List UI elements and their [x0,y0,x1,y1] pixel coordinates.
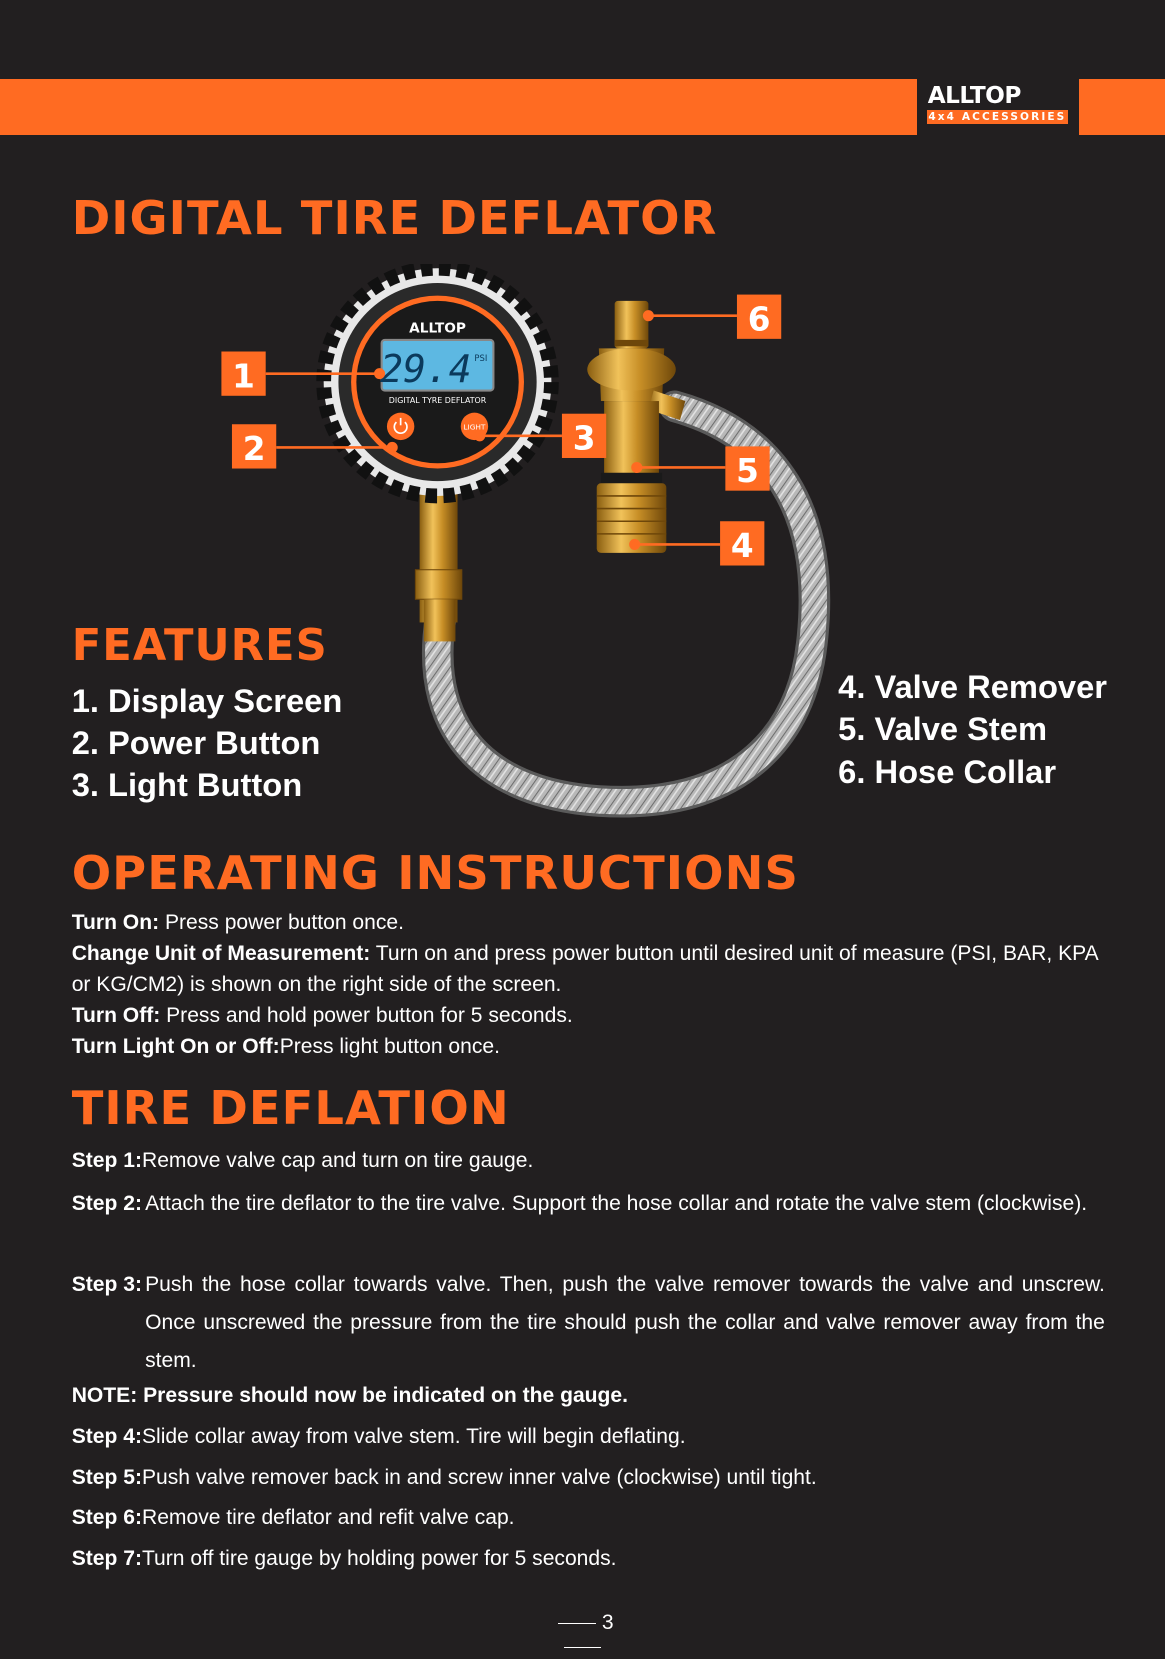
svg-text:2: 2 [243,430,266,468]
step-row: Step 1:Remove valve cap and turn on tire… [71,1149,534,1173]
header-band-left [0,79,918,135]
feature-item: 5. Valve Stem [838,710,1048,748]
features-list-left: 1. Display Screen 2. Power Button 3. Lig… [72,680,343,807]
header-band-right [1078,79,1165,135]
valve-assembly [587,300,686,553]
operating-instructions: Turn On: Press power button once. Change… [72,907,1116,1063]
callout-2: 2 [231,423,277,469]
gauge-unit: PSI [474,353,487,363]
feature-item: 6. Hose Collar [838,752,1057,790]
page-number: 3 [527,1611,638,1659]
step-row: Step 6:Remove tire deflator and refit va… [71,1506,515,1530]
step-row: Step 3: Push the hose collar towards val… [71,1273,1105,1373]
deflation-heading: TIRE DEFLATION [71,1080,510,1135]
gauge-brand: ALLTOP [409,320,466,336]
feature-item: 2. Power Button [71,724,321,762]
instruction-item: Turn Off: Press and hold power button fo… [71,1004,573,1028]
step-row: Step 7:Turn off tire gauge by holding po… [71,1546,617,1570]
step-row: Step 2: Attach the tire deflator to the … [71,1192,1088,1216]
svg-text:3: 3 [573,419,596,457]
note-row: NOTE: Pressure should now be indicated o… [71,1384,628,1408]
callout-6: 6 [736,294,782,339]
page-number-rule [557,1622,596,1624]
svg-text:6: 6 [748,300,771,338]
step-row: Step 4:Slide collar away from valve stem… [71,1425,686,1449]
feature-item: 4. Valve Remover [838,668,1107,706]
features-heading: FEATURES [71,621,328,672]
instruction-item: Change Unit of Measurement: Turn on and … [71,941,1098,996]
callout-3: 3 [561,413,607,458]
page-number-rule [563,1646,602,1648]
gauge-reading: 29.4 [380,347,471,391]
instruction-item: Turn Light On or Off:Press light button … [71,1035,500,1059]
gauge-display-screen [380,338,495,392]
logo-subtitle: 4x4 ACCESSORIES [926,109,1068,125]
power-icon [393,421,408,434]
light-button-label: LIGHT [463,422,486,431]
page-title: DIGITAL TIRE DEFLATOR [71,191,718,246]
product-diagram: ALLTOP 29.4 PSI DIGITAL TYRE DEFLATOR LI… [221,263,831,818]
feature-item: 1. Display Screen [71,682,343,720]
gauge-power-button [386,412,415,440]
operating-heading: OPERATING INSTRUCTIONS [71,845,799,900]
callout-1: 1 [221,351,266,396]
callout-lines [265,309,737,550]
gauge-label: DIGITAL TYRE DEFLATOR [389,396,487,405]
svg-text:1: 1 [232,357,255,395]
svg-text:4: 4 [731,527,754,565]
instruction-item: Turn On: Press power button once. [71,910,404,934]
feature-item: 3. Light Button [71,766,303,804]
callout-5: 5 [725,445,770,491]
brand-logo: ALLTOP 4x4 ACCESSORIES [924,82,1072,133]
svg-text:5: 5 [736,452,759,490]
logo-text: ALLTOP [927,82,1022,110]
features-list-right: 4. Valve Remover 5. Valve Stem 6. Hose C… [838,666,1107,793]
callout-4: 4 [720,520,765,566]
step-row: Step 5:Push valve remover back in and sc… [71,1466,817,1490]
